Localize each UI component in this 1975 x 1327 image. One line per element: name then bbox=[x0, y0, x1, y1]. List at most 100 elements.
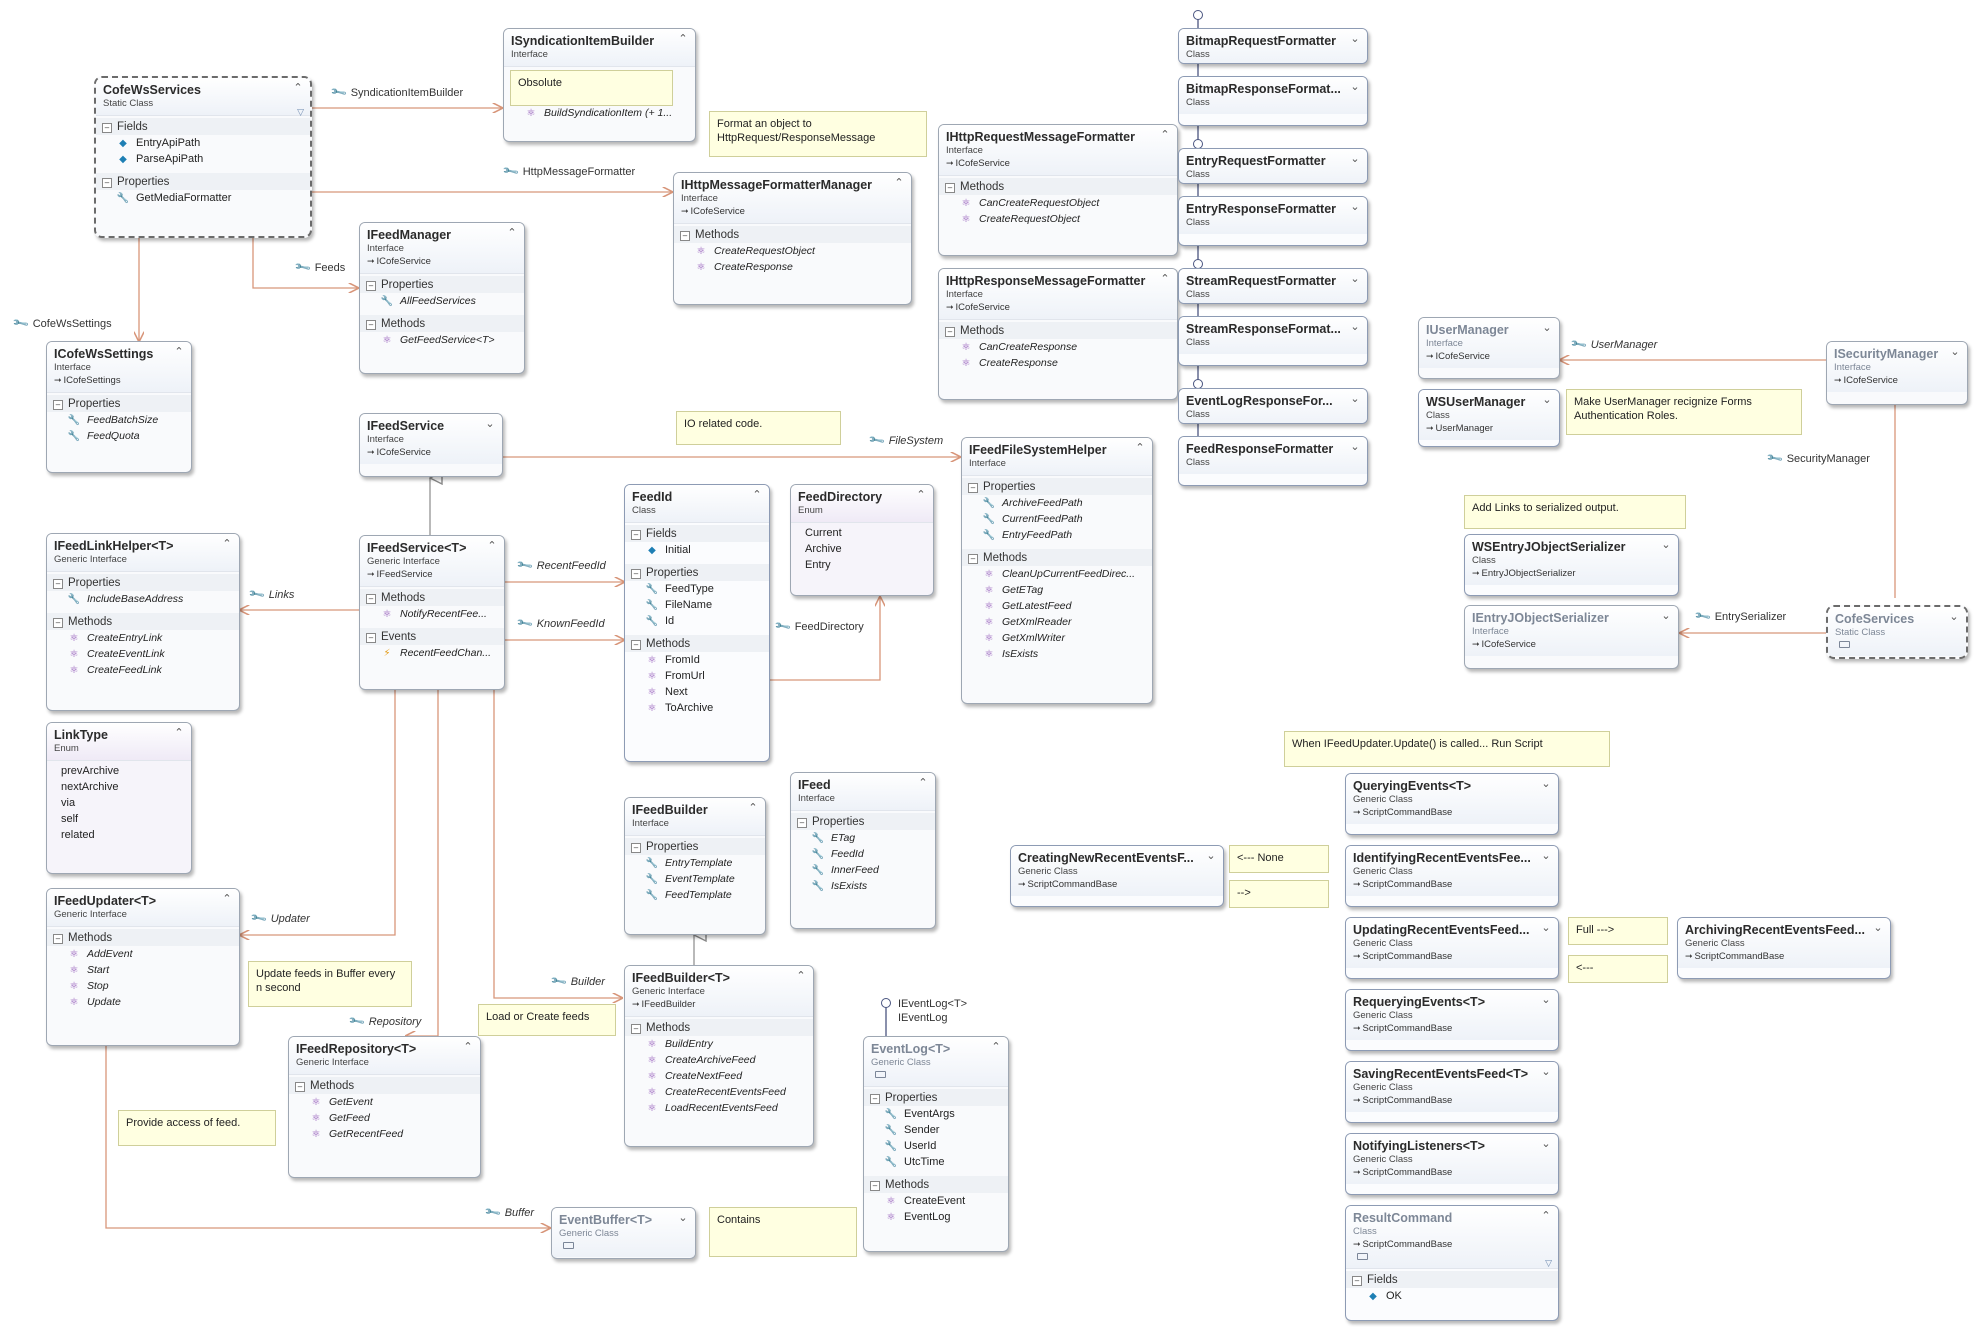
expand-toggle-icon[interactable]: ⌄ bbox=[1541, 1138, 1551, 1150]
member[interactable]: ⚛BuildEntry bbox=[625, 1036, 813, 1052]
member[interactable]: ⚛CreateEvent bbox=[864, 1193, 1008, 1209]
section-header[interactable]: –Methods bbox=[939, 322, 1177, 339]
member[interactable]: 🔧IncludeBaseAddress bbox=[67, 593, 184, 605]
section-header[interactable]: –Methods bbox=[674, 226, 911, 243]
section-header[interactable]: –Methods bbox=[47, 929, 239, 946]
member[interactable]: 🔧FeedBatchSize bbox=[67, 414, 159, 426]
member[interactable]: ◆ParseApiPath bbox=[96, 151, 310, 167]
expand-toggle-icon[interactable]: ⌄ bbox=[678, 1212, 688, 1224]
expand-toggle-icon[interactable]: ⌄ bbox=[1350, 33, 1360, 45]
section-header[interactable]: –Methods bbox=[625, 1019, 813, 1036]
section-header[interactable]: –Properties bbox=[96, 173, 310, 190]
member[interactable]: ⚛NotifyRecentFee... bbox=[360, 606, 504, 622]
section-header[interactable]: –Methods bbox=[47, 613, 239, 630]
member[interactable]: ⚛GetFeed bbox=[289, 1110, 480, 1126]
member[interactable]: 🔧IsExists bbox=[811, 880, 868, 892]
expand-toggle-icon[interactable]: ⌄ bbox=[485, 418, 495, 430]
enum-value[interactable]: nextArchive bbox=[61, 781, 119, 793]
expand-toggle-icon[interactable]: ⌄ bbox=[1350, 81, 1360, 93]
expand-toggle-icon[interactable]: ⌄ bbox=[1542, 394, 1552, 406]
collapse-toggle-icon[interactable]: ⌃ bbox=[174, 727, 184, 739]
member[interactable]: ◆EntryApiPath bbox=[96, 135, 310, 151]
member[interactable]: ⚛Start bbox=[47, 962, 239, 978]
collapse-toggle-icon[interactable]: ⌃ bbox=[748, 802, 758, 814]
member[interactable]: ⚛Stop bbox=[47, 978, 239, 994]
class-savingrecenteventsfeed[interactable]: SavingRecentEventsFeed<T>Generic Class➞S… bbox=[1345, 1061, 1559, 1123]
collapse-toggle-icon[interactable]: ⌃ bbox=[1160, 273, 1170, 285]
class-notifyinglisteners[interactable]: NotifyingListeners<T>Generic Class➞Scrip… bbox=[1345, 1133, 1559, 1195]
section-header[interactable]: –Methods bbox=[625, 635, 769, 652]
collapse-toggle-icon[interactable]: ⌃ bbox=[463, 1041, 473, 1053]
expand-toggle-icon[interactable]: ⌄ bbox=[1350, 393, 1360, 405]
interface-ifeedservice-t[interactable]: IFeedService<T>Generic Interface➞IFeedSe… bbox=[359, 535, 505, 690]
collapse-toggle-icon[interactable]: ⌃ bbox=[174, 346, 184, 358]
member[interactable]: ⚛GetETag bbox=[962, 582, 1152, 598]
member[interactable]: ⚡RecentFeedChan... bbox=[360, 645, 504, 661]
expand-toggle-icon[interactable]: ⌄ bbox=[1542, 322, 1552, 334]
enum-value[interactable]: prevArchive bbox=[61, 765, 120, 777]
expand-toggle-icon[interactable]: ⌄ bbox=[1541, 922, 1551, 934]
member[interactable]: ⚛CreateResponse bbox=[674, 259, 911, 275]
member[interactable]: 🔧FeedTemplate bbox=[645, 889, 732, 901]
member[interactable]: 🔧Sender bbox=[884, 1124, 940, 1136]
expand-toggle-icon[interactable]: ⌄ bbox=[1541, 778, 1551, 790]
member[interactable]: ⚛CreateRequestObject bbox=[939, 211, 1177, 227]
collapse-toggle-icon[interactable]: ⌃ bbox=[222, 538, 232, 550]
collapse-toggle-icon[interactable]: ⌃ bbox=[918, 777, 928, 789]
member[interactable]: ⚛CleanUpCurrentFeedDirec... bbox=[962, 566, 1152, 582]
collapse-toggle-icon[interactable]: ⌃ bbox=[916, 489, 926, 501]
collapse-toggle-icon[interactable]: ⌃ bbox=[487, 540, 497, 552]
member[interactable]: 🔧AllFeedServices bbox=[380, 295, 476, 307]
section-header[interactable]: –Fields bbox=[625, 525, 769, 542]
member[interactable]: 🔧InnerFeed bbox=[811, 864, 879, 876]
class-archivingrecenteventsfeed[interactable]: ArchivingRecentEventsFeed...Generic Clas… bbox=[1677, 917, 1891, 979]
section-header[interactable]: –Properties bbox=[791, 813, 935, 830]
collapse-toggle-icon[interactable]: ⌃ bbox=[1541, 1210, 1551, 1222]
expand-toggle-icon[interactable]: ⌄ bbox=[1541, 850, 1551, 862]
member[interactable]: 🔧EventArgs bbox=[884, 1108, 955, 1120]
class-requeryingevents[interactable]: RequeryingEvents<T>Generic Class➞ScriptC… bbox=[1345, 989, 1559, 1051]
expand-toggle-icon[interactable]: ⌄ bbox=[1661, 539, 1671, 551]
member[interactable]: 🔧FileName bbox=[645, 599, 713, 611]
section-header[interactable]: –Methods bbox=[864, 1176, 1008, 1193]
member[interactable]: 🔧UserId bbox=[884, 1140, 937, 1152]
section-header[interactable]: –Fields bbox=[96, 118, 310, 135]
member[interactable]: ◆OK bbox=[1346, 1288, 1558, 1304]
filter-icon[interactable]: ▽ bbox=[1545, 1258, 1552, 1268]
collapse-toggle-icon[interactable]: ⌃ bbox=[678, 33, 688, 45]
section-header[interactable]: –Methods bbox=[360, 589, 504, 606]
member[interactable]: ⚛CreateEntryLink bbox=[47, 630, 239, 646]
member[interactable]: 🔧CurrentFeedPath bbox=[982, 513, 1083, 525]
expand-toggle-icon[interactable]: ⌄ bbox=[1541, 1066, 1551, 1078]
section-header[interactable]: –Properties bbox=[47, 574, 239, 591]
member[interactable]: ⚛CreateEventLink bbox=[47, 646, 239, 662]
member[interactable]: 🔧ETag bbox=[811, 832, 856, 844]
enum-value[interactable]: self bbox=[61, 813, 79, 825]
class-bitmapresponseformatter[interactable]: BitmapResponseFormat...Class⌄ bbox=[1178, 76, 1368, 126]
class-streamresponseformatter[interactable]: StreamResponseFormat...Class⌄ bbox=[1178, 316, 1368, 366]
member[interactable]: ⚛EventLog bbox=[864, 1209, 1008, 1225]
expand-toggle-icon[interactable]: ⌄ bbox=[1949, 611, 1959, 623]
filter-icon[interactable]: ▽ bbox=[297, 107, 304, 117]
section-header[interactable]: –Properties bbox=[962, 478, 1152, 495]
member[interactable]: ⚛GetXmlWriter bbox=[962, 630, 1152, 646]
section-header[interactable]: –Properties bbox=[625, 564, 769, 581]
collapse-toggle-icon[interactable]: ⌃ bbox=[991, 1041, 1001, 1053]
interface-ifeedrepository[interactable]: IFeedRepository<T>Generic Interface⌃ –Me… bbox=[288, 1036, 481, 1178]
section-header[interactable]: –Properties bbox=[625, 838, 765, 855]
member[interactable]: ⚛GetEvent bbox=[289, 1094, 480, 1110]
collapse-toggle-icon[interactable]: ⌃ bbox=[507, 227, 517, 239]
member[interactable]: 🔧UtcTime bbox=[884, 1156, 945, 1168]
